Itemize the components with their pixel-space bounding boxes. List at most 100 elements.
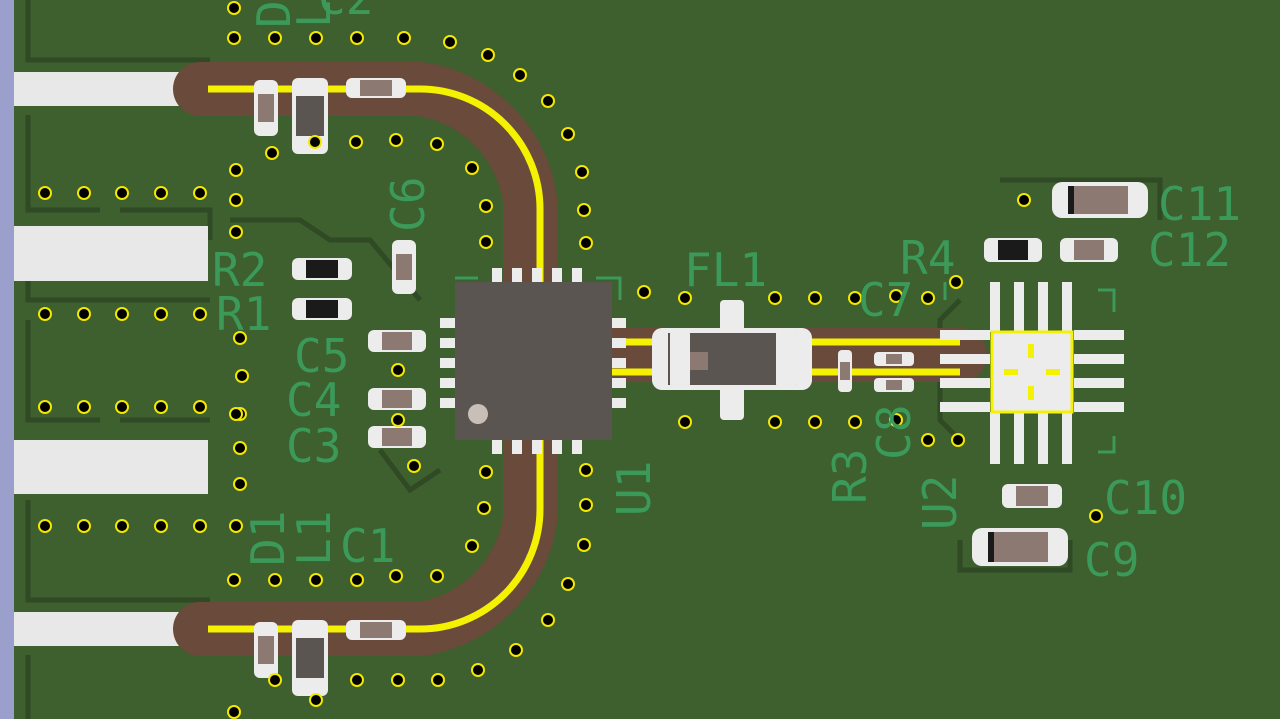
comp-r2 [292, 258, 352, 280]
via-hole [270, 675, 280, 685]
via-hole [117, 309, 127, 319]
rf-feed-pads [14, 72, 208, 646]
via-hole [79, 402, 89, 412]
label-c11: C11 [1158, 177, 1241, 231]
via-hole [810, 293, 820, 303]
comp-c5 [368, 330, 426, 352]
label-c5: C5 [294, 329, 349, 383]
via-hole [891, 291, 901, 301]
label-c6: C6 [381, 177, 435, 232]
comp-c4 [368, 388, 426, 410]
label-c9: C9 [1084, 533, 1139, 587]
via-hole [432, 571, 442, 581]
label-r4: R4 [900, 231, 955, 285]
via-hole [563, 579, 573, 589]
via-hole [311, 575, 321, 585]
feed-pad-2 [14, 226, 208, 281]
via-hole [391, 571, 401, 581]
comp-c11 [1052, 182, 1148, 218]
via-hole [393, 675, 403, 685]
comp-c2 [346, 78, 406, 98]
passives [254, 78, 1148, 696]
via-hole [770, 293, 780, 303]
via-hole [235, 479, 245, 489]
via-hole [40, 309, 50, 319]
via-hole [237, 371, 247, 381]
via-hole [543, 615, 553, 625]
comp-r1 [292, 298, 352, 320]
u1-pin1-marker [468, 404, 488, 424]
via-hole [351, 137, 361, 147]
via-hole [117, 188, 127, 198]
via-hole [117, 402, 127, 412]
label-c10: C10 [1104, 471, 1187, 525]
label-c3: C3 [286, 419, 341, 473]
board-edge [0, 0, 14, 719]
comp-c7 [874, 352, 914, 366]
ic-u1 [440, 268, 626, 454]
via-hole [229, 707, 239, 717]
via-hole [680, 293, 690, 303]
comp-d1 [292, 620, 328, 696]
via-hole [432, 139, 442, 149]
via-hole [409, 461, 419, 471]
comp-l1 [254, 622, 278, 678]
comp-c10 [1002, 484, 1062, 508]
via-hole [311, 33, 321, 43]
via-hole [680, 417, 690, 427]
comp-c8 [874, 378, 914, 392]
via-hole [231, 409, 241, 419]
via-hole [117, 521, 127, 531]
via-hole [79, 309, 89, 319]
via-hole [473, 665, 483, 675]
via-hole [229, 33, 239, 43]
silk-labels: D L C2 C6 R2 R1 C5 C4 C3 U1 D1 L1 C1 FL1… [212, 0, 1241, 587]
label-l2: L [287, 0, 341, 28]
via-hole [563, 129, 573, 139]
via-hole [352, 33, 362, 43]
via-hole [156, 402, 166, 412]
label-c7: C7 [858, 273, 913, 327]
via-hole [770, 417, 780, 427]
feed-pad-3 [14, 440, 208, 494]
label-c8: C8 [867, 405, 921, 460]
label-c2: C2 [318, 0, 373, 25]
via-hole [483, 50, 493, 60]
via-hole [393, 365, 403, 375]
via-hole [399, 33, 409, 43]
via-hole [850, 293, 860, 303]
via-hole [481, 201, 491, 211]
via-hole [267, 148, 277, 158]
label-r3: R3 [823, 449, 877, 504]
label-r2: R2 [212, 243, 267, 297]
via-hole [579, 205, 589, 215]
via-hole [951, 277, 961, 287]
via-hole [393, 415, 403, 425]
via-hole [481, 237, 491, 247]
label-d1: D1 [241, 511, 295, 566]
comp-r4 [984, 238, 1042, 262]
via-hole [433, 675, 443, 685]
comp-c6 [392, 240, 416, 294]
via-hole [40, 521, 50, 531]
via-hole [481, 467, 491, 477]
via-hole [229, 3, 239, 13]
via-hole [445, 37, 455, 47]
via-hole [581, 500, 591, 510]
comp-c12 [1060, 238, 1118, 262]
via-hole [310, 137, 320, 147]
comp-c9 [972, 528, 1068, 566]
via-hole [235, 443, 245, 453]
via-hole [156, 521, 166, 531]
label-u2: U2 [913, 475, 967, 530]
via-hole [515, 70, 525, 80]
via-hole [581, 238, 591, 248]
via-hole [352, 575, 362, 585]
via-hole [270, 33, 280, 43]
via-hole [195, 309, 205, 319]
via-hole [79, 188, 89, 198]
comp-r3 [838, 350, 852, 392]
via-hole [923, 435, 933, 445]
via-hole [639, 287, 649, 297]
